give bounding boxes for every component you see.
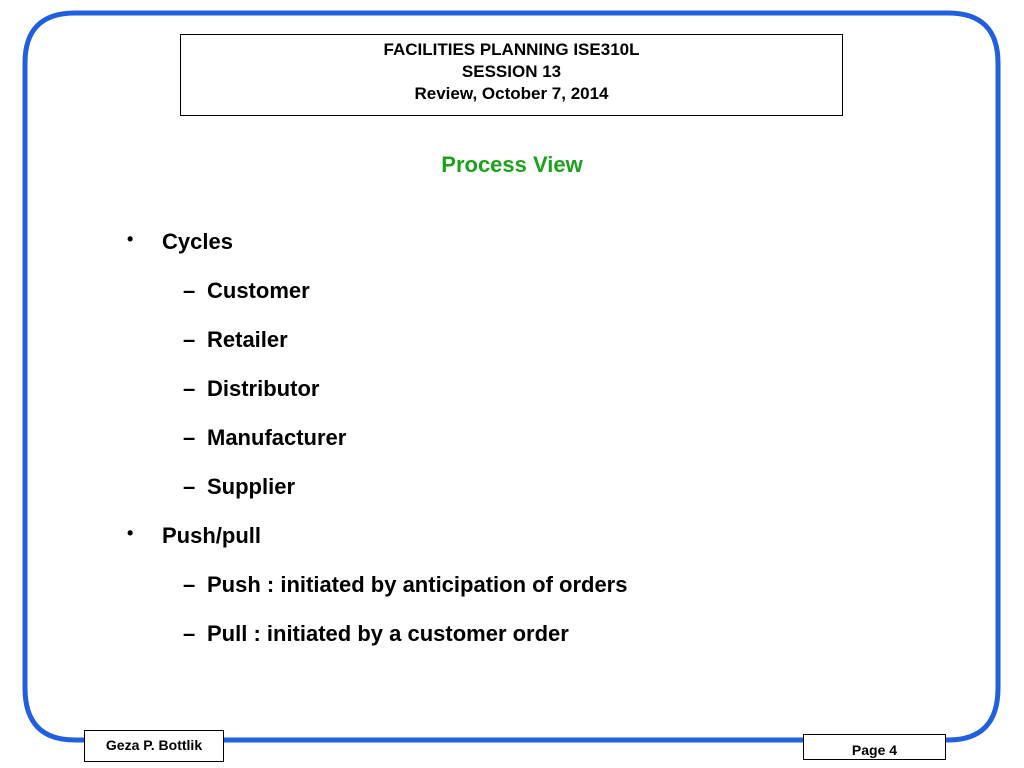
footer-author: Geza P. Bottlik — [84, 730, 224, 762]
dash-marker: – — [183, 572, 196, 597]
bullet-marker: • — [127, 523, 134, 543]
footer-page-number: Page 4 — [803, 734, 946, 760]
sub-bullet-text: Supplier — [207, 474, 296, 499]
dash-marker: – — [183, 474, 196, 499]
dash-marker: – — [183, 425, 196, 450]
section-title: Process View — [441, 152, 583, 177]
sub-bullet-text: Manufacturer — [207, 425, 347, 450]
dash-marker: – — [183, 327, 196, 352]
session-label: SESSION 13 — [461, 62, 562, 81]
sub-bullet-text: Push : initiated by anticipation of orde… — [207, 572, 628, 597]
bullet-marker: • — [127, 229, 134, 249]
bullet-text: Cycles — [162, 229, 233, 254]
sub-bullet-text: Pull : initiated by a customer order — [207, 621, 569, 646]
sub-bullet-text: Retailer — [207, 327, 288, 352]
dash-marker: – — [183, 621, 196, 646]
sub-bullet-text: Customer — [207, 278, 310, 303]
course-title: FACILITIES PLANNING ISE310L — [383, 40, 640, 59]
review-date: Review, October 7, 2014 — [414, 84, 609, 103]
dash-marker: – — [183, 376, 196, 401]
bullet-text: Push/pull — [162, 523, 261, 548]
sub-bullet-text: Distributor — [207, 376, 320, 401]
header-box: FACILITIES PLANNING ISE310L SESSION 13 R… — [180, 34, 843, 116]
dash-marker: – — [183, 278, 196, 303]
